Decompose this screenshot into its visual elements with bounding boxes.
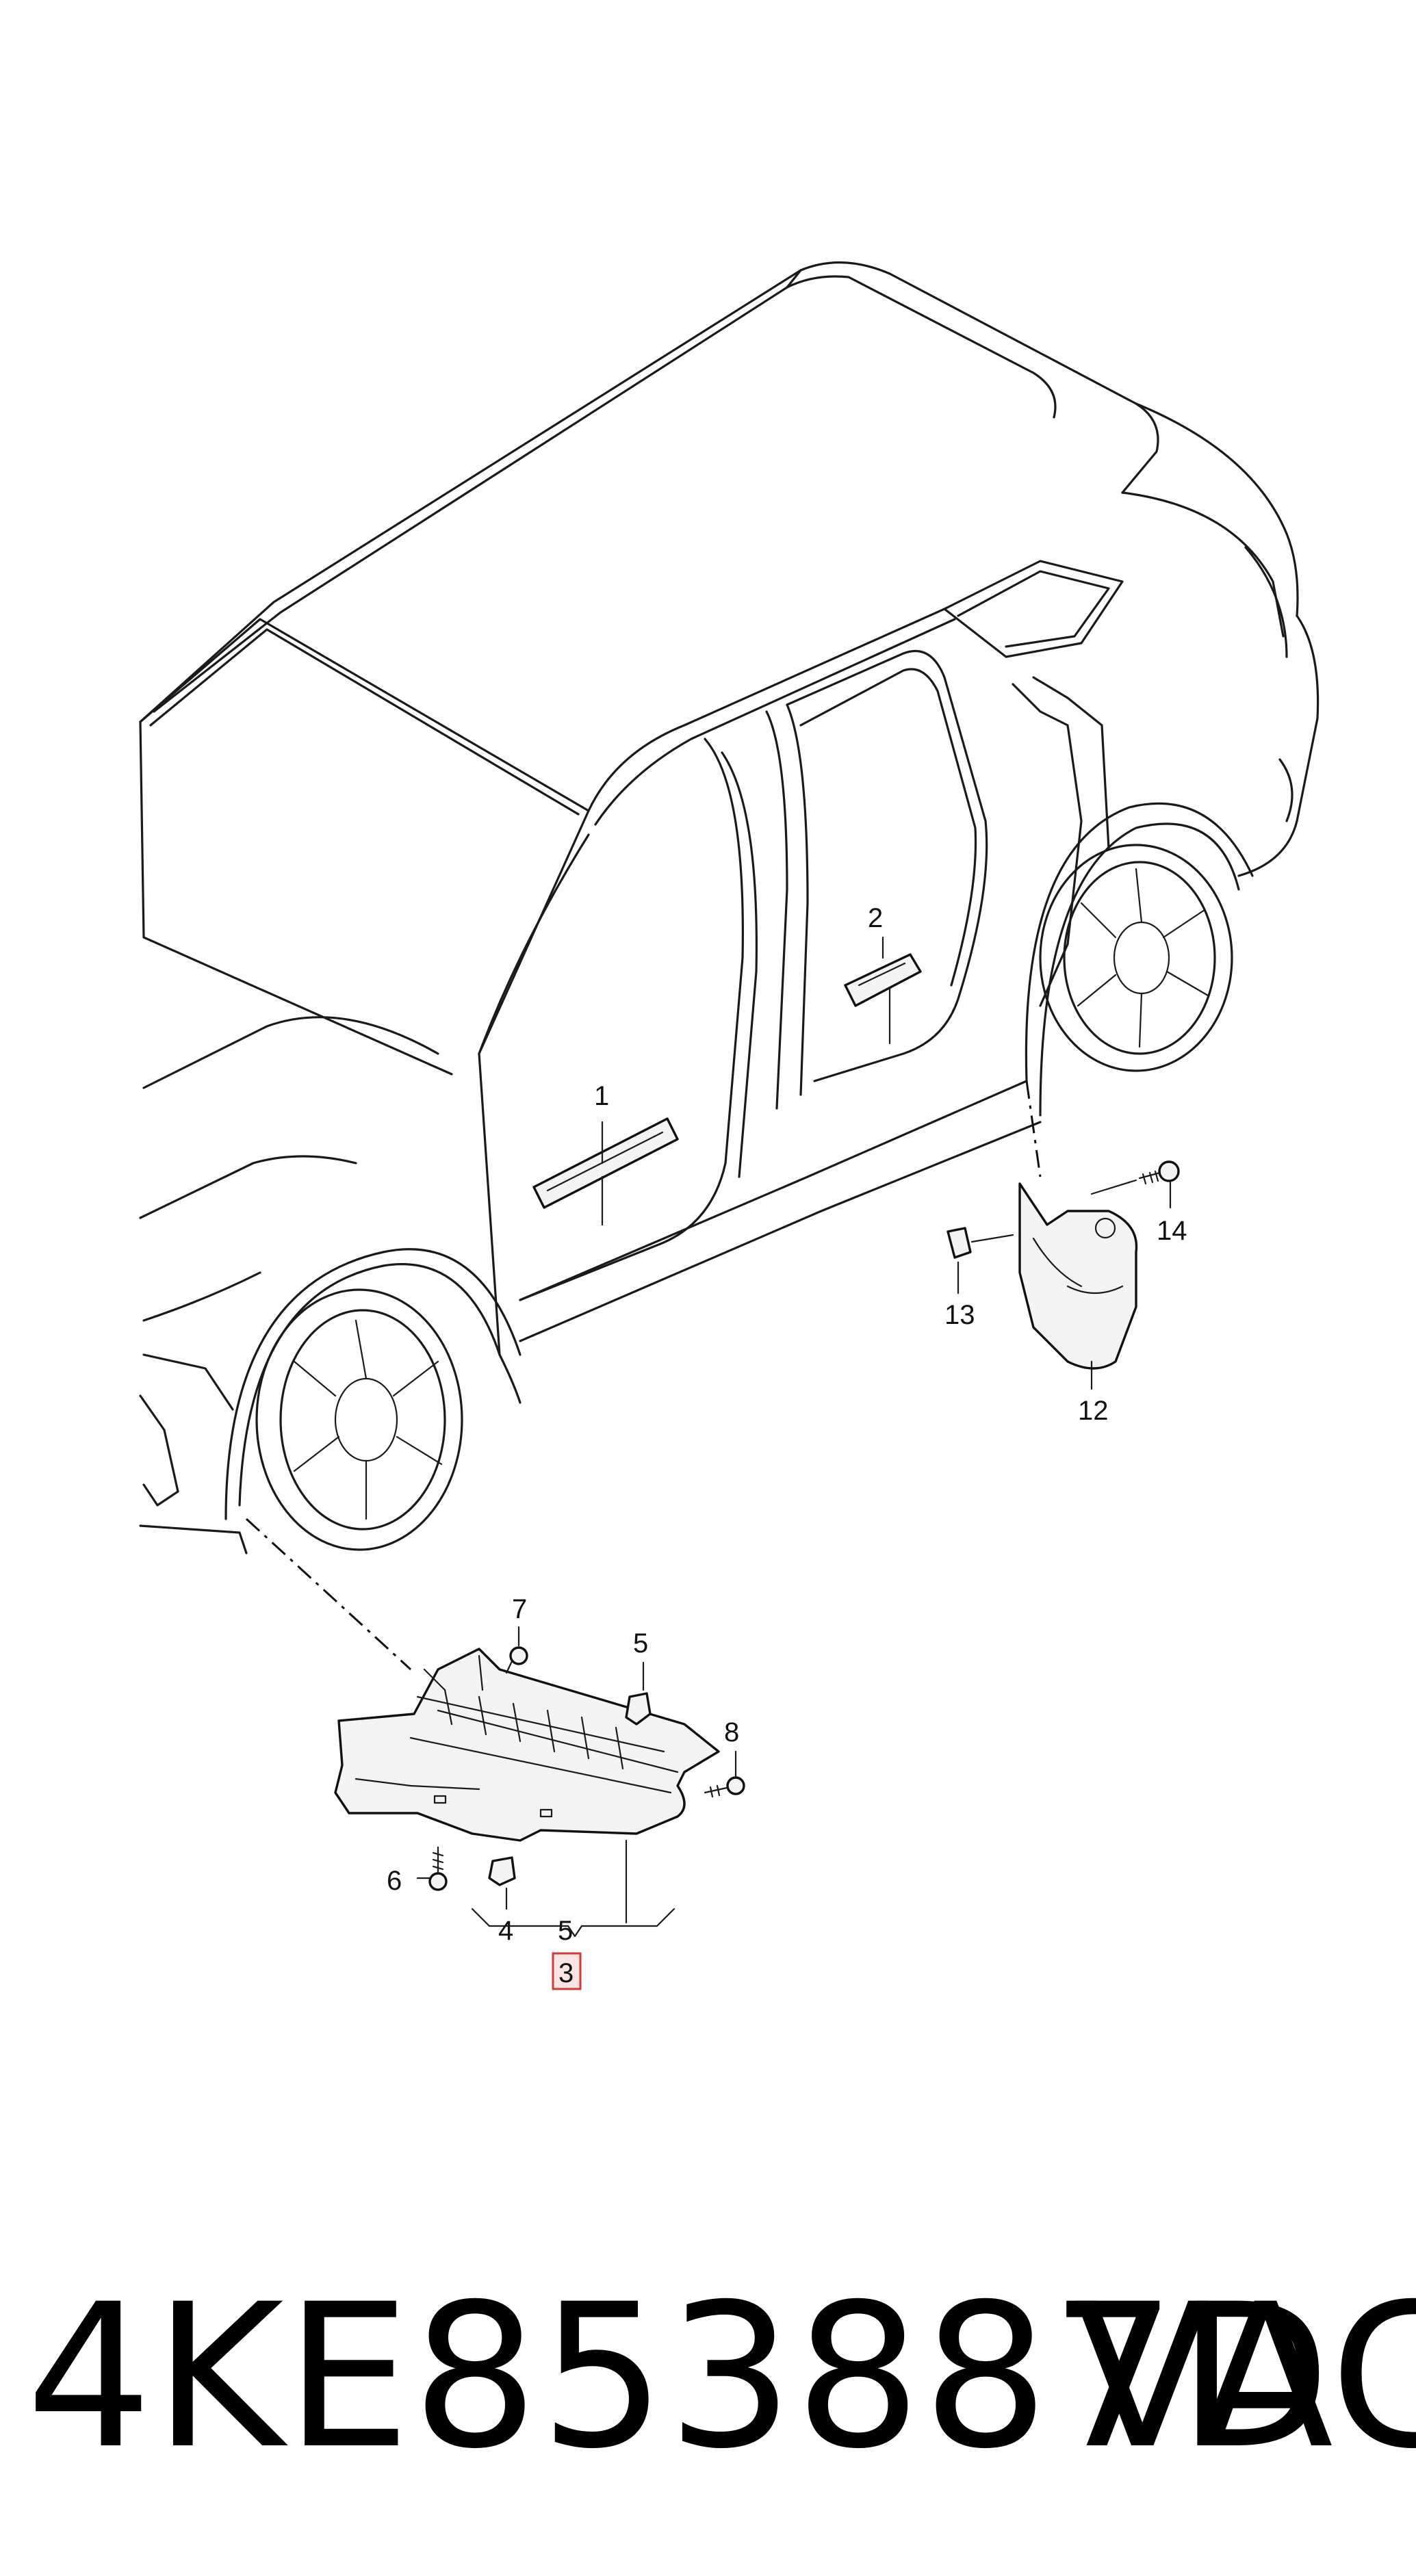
callout-4[interactable]: 4 [498, 1916, 513, 1946]
callout-7[interactable]: 7 [512, 1594, 527, 1624]
callout-1[interactable]: 1 [594, 1081, 609, 1111]
callout-8[interactable]: 8 [724, 1717, 739, 1747]
callout-3[interactable]: 3 [558, 1958, 574, 1988]
mud-flap-screw [1090, 1160, 1180, 1195]
callout-6[interactable]: 6 [387, 1866, 402, 1896]
callout-14[interactable]: 14 [1157, 1216, 1187, 1246]
front-sill-plate [532, 1117, 679, 1226]
assembly-bracket [471, 1908, 675, 1938]
callout-3-highlight-box [552, 1952, 582, 1990]
rear-sill-plate [844, 936, 922, 1045]
part-number: 4KE853887D [26, 2262, 1333, 2493]
mudflap-leader-line [1025, 1080, 1042, 1178]
shield-clip-5 [625, 1661, 652, 1726]
shield-clip-4 [488, 1856, 516, 1910]
vehicle-outline [139, 261, 1320, 1554]
callout-12[interactable]: 12 [1078, 1396, 1109, 1426]
parts-diagram: 1 2 12 13 14 [139, 261, 1320, 1990]
callout-5-bottom[interactable]: 5 [558, 1916, 573, 1946]
shield-screw-6 [416, 1846, 448, 1891]
underbody-shield [334, 1648, 720, 1842]
callout-5-top[interactable]: 5 [633, 1628, 648, 1658]
shield-leader-line [245, 1518, 412, 1671]
mud-flap-clip [947, 1227, 1014, 1259]
callout-13[interactable]: 13 [944, 1300, 975, 1330]
callout-2[interactable]: 2 [868, 903, 883, 933]
shield-screw-7 [505, 1626, 528, 1674]
mud-flap [1018, 1182, 1138, 1370]
shield-screw-8 [704, 1750, 745, 1798]
brand-label: VAG [1074, 2262, 1416, 2493]
